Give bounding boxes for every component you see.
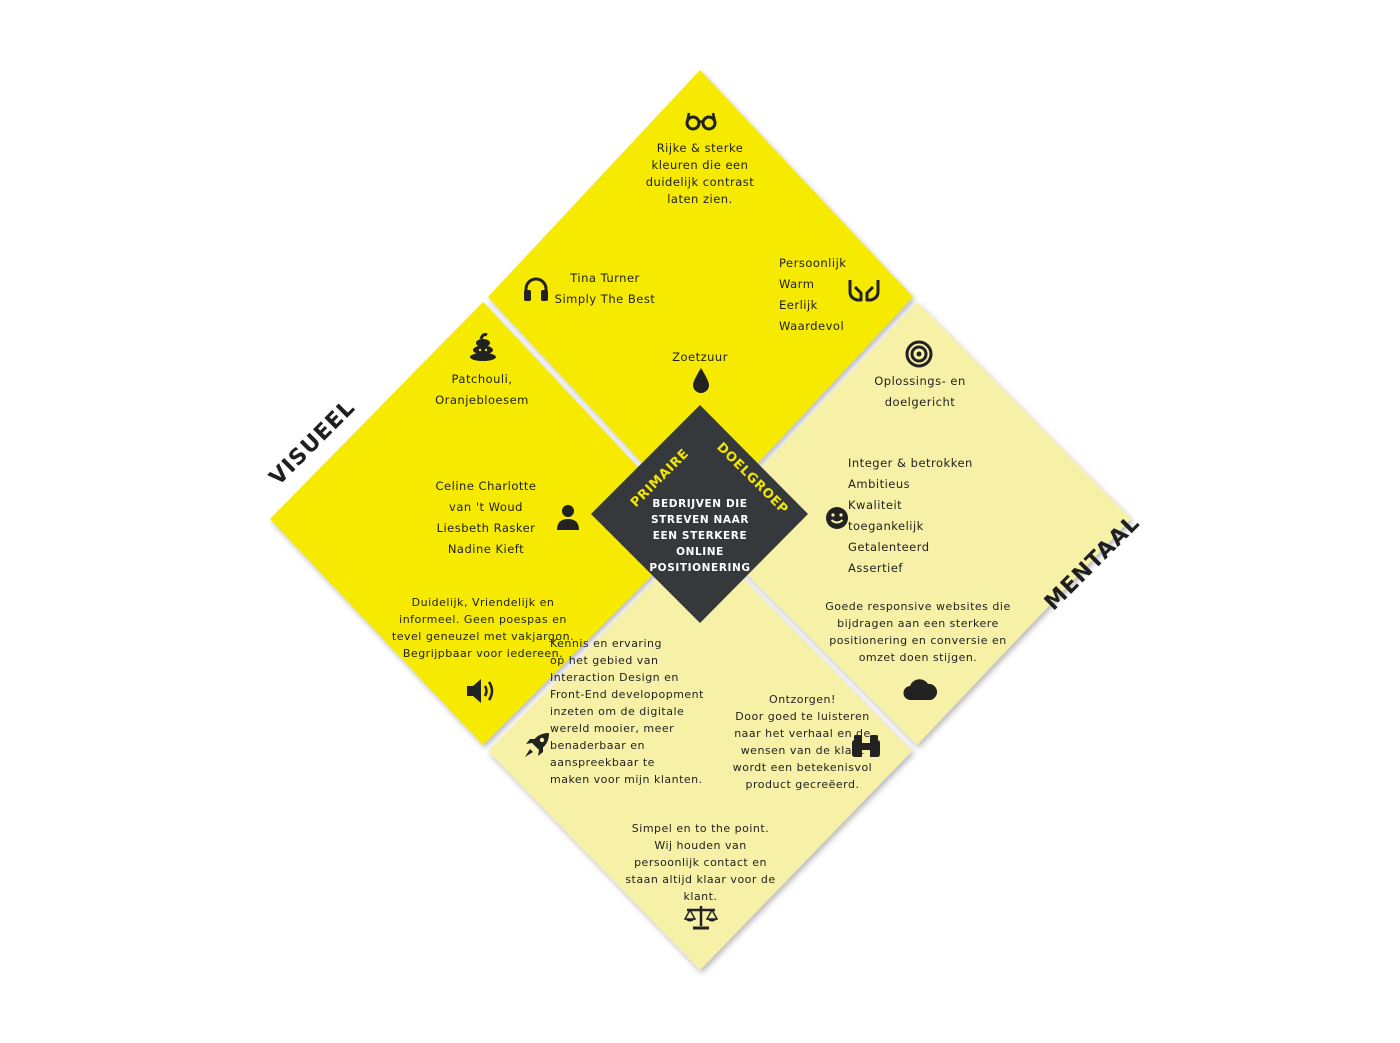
smell-icon <box>468 333 498 361</box>
colors-text: Rijke & sterke kleuren die een duidelijk… <box>645 141 755 206</box>
quadrant-right <box>703 302 1131 745</box>
smiley-icon <box>825 506 849 530</box>
target-icon <box>905 340 933 368</box>
rocket-icon <box>523 731 551 759</box>
music-text: Tina Turner Simply The Best <box>554 271 656 306</box>
tone-text: Duidelijk, Vriendelijk en informeel. Gee… <box>391 596 575 660</box>
people-text: Celine Charlotte van 't Woud Liesbeth Ra… <box>435 479 537 556</box>
quadrant-top <box>488 70 913 525</box>
smell-text: Patchouli, Oranjebloesem <box>435 372 529 407</box>
unburden-text: Ontzorgen! Door goed te luisteren naar h… <box>732 693 873 791</box>
simple-text: Simpel en to the point. Wij houden van p… <box>625 822 776 903</box>
values-text: Integer & betrokken Ambitieus Kwaliteit … <box>848 456 973 575</box>
center-text: BEDRIJVEN DIE STREVEN NAAR EEN STERKERE … <box>649 498 751 574</box>
quadrant-left <box>270 302 697 745</box>
drop-icon <box>693 367 709 393</box>
speaker-icon <box>466 678 496 704</box>
person-icon <box>556 504 580 530</box>
goal-text: Oplossings- en doelgericht <box>874 374 966 409</box>
binoculars-icon <box>851 733 881 759</box>
cloud-icon <box>903 677 937 701</box>
taste-text: Zoetzuur <box>672 350 728 364</box>
quadrant-bottom <box>488 535 912 970</box>
hands-icon <box>848 278 880 302</box>
mission-text: Kennis en ervaring op het gebied van Int… <box>550 637 704 786</box>
personality-text: Persoonlijk Warm Eerlijk Waardevol <box>779 256 847 333</box>
websites-text: Goede responsive websites die bijdragen … <box>825 600 1011 664</box>
headphones-icon <box>522 276 550 302</box>
center-diamond <box>591 405 808 623</box>
scale-icon <box>684 904 718 930</box>
glasses-icon <box>685 111 717 131</box>
